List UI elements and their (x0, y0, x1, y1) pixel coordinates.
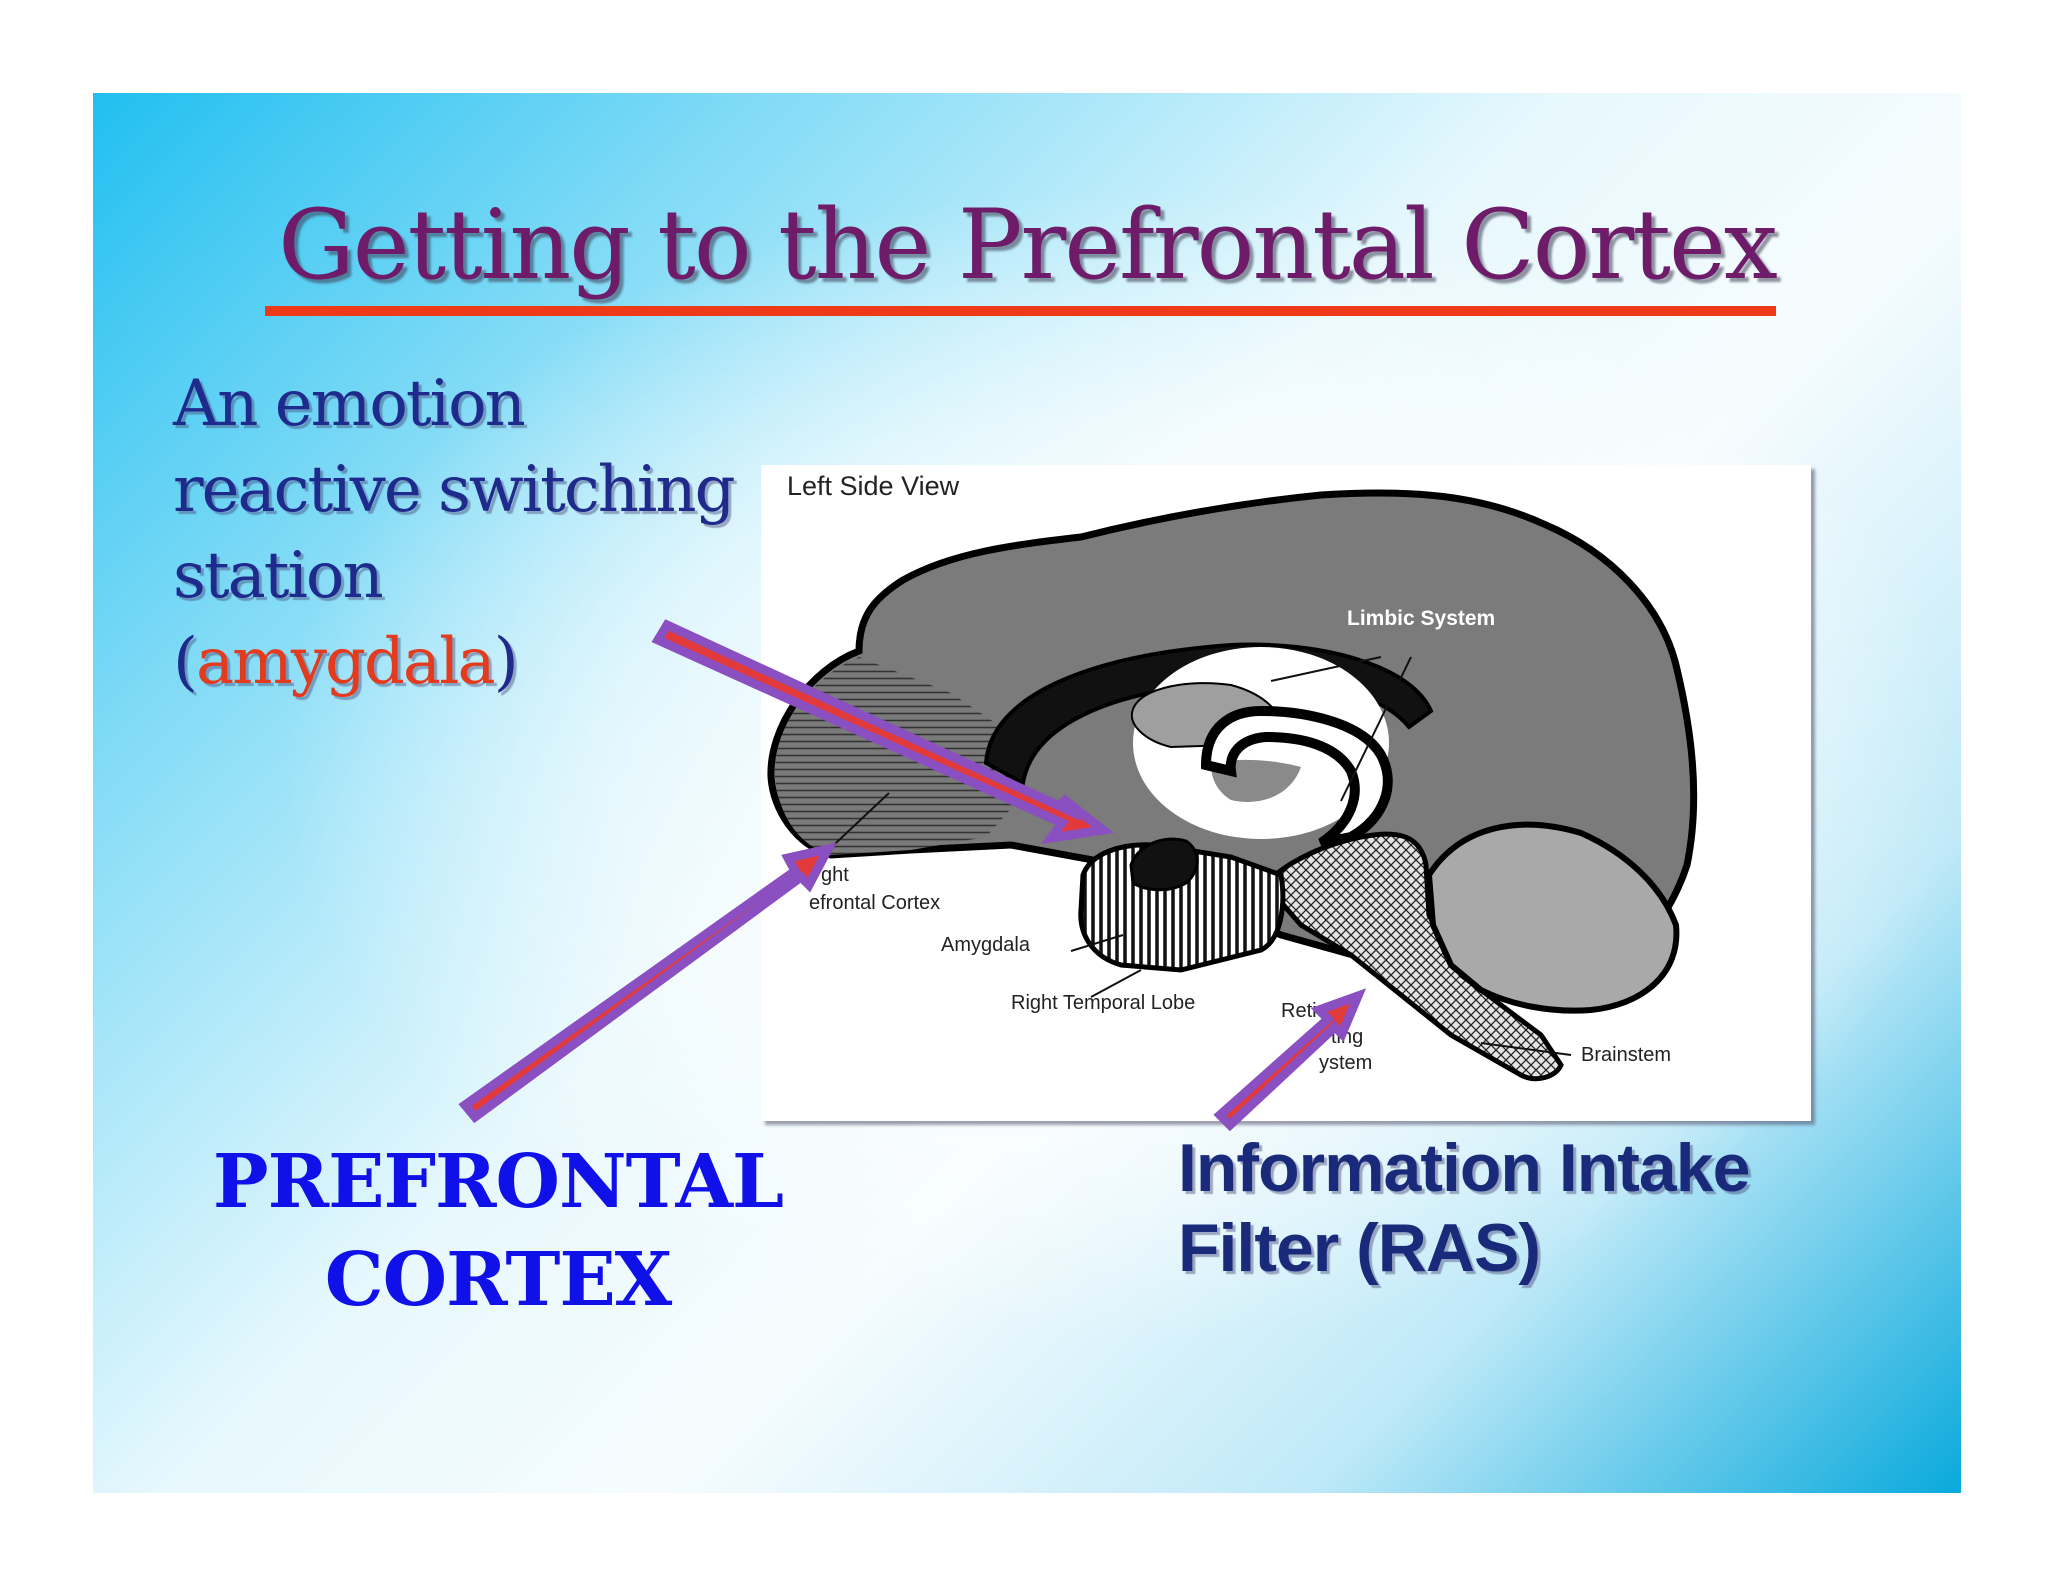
label-reticular-1: Reti (1281, 1000, 1317, 1022)
label-reticular-3: ystem (1319, 1052, 1372, 1074)
amygdala-shape (1129, 837, 1199, 892)
ras-caption: Information Intake Filter (RAS) (1178, 1128, 1750, 1288)
amygdala-open-paren: ( (173, 625, 198, 699)
title-underline (265, 306, 1776, 316)
prefrontal-caption-line-2: CORTEX (324, 1237, 672, 1323)
temporal-leader (1090, 969, 1142, 998)
label-brainstem: Brainstem (1581, 1044, 1671, 1066)
amygdala-caption: An emotion reactive switching station (a… (173, 361, 736, 705)
brainstem-shape (1262, 831, 1564, 1082)
amygdala-caption-line-2: reactive switching (173, 453, 736, 527)
diagram-heading: Left Side View (787, 471, 960, 501)
amygdala-leader (1070, 934, 1124, 952)
brain-illustration: Left Side View (767, 471, 1698, 1082)
prefrontal-caption-line-1: PREFRONTAL (212, 1139, 784, 1225)
limbic-leader-2 (1340, 656, 1412, 802)
label-prefrontal-2: efrontal Cortex (809, 892, 940, 914)
slide-title: Getting to the Prefrontal Cortex (278, 189, 1778, 301)
amygdala-caption-line-1: An emotion (173, 367, 526, 441)
ras-caption-line-2: Filter (RAS) (1178, 1210, 1541, 1286)
prefrontal-caption: PREFRONTAL CORTEX (193, 1133, 803, 1329)
ras-caption-line-1: Information Intake (1178, 1130, 1750, 1206)
slide: Getting to the Prefrontal Cortex An emot… (93, 93, 1961, 1493)
amygdala-caption-line-3: station (173, 539, 384, 613)
cerebellum-shape (1425, 821, 1680, 1014)
label-amygdala: Amygdala (941, 934, 1031, 956)
label-prefrontal-1: ght (821, 864, 849, 886)
amygdala-highlight: amygdala (195, 625, 496, 699)
label-temporal-lobe: Right Temporal Lobe (1011, 992, 1195, 1014)
brain-diagram: Left Side View (761, 465, 1811, 1121)
label-limbic-system: Limbic System (1347, 607, 1495, 630)
limbic-leader-1 (1270, 656, 1382, 682)
brainstem-leader (1480, 1042, 1572, 1056)
label-reticular-2: ting (1331, 1026, 1363, 1048)
amygdala-close-paren: ) (493, 625, 519, 699)
